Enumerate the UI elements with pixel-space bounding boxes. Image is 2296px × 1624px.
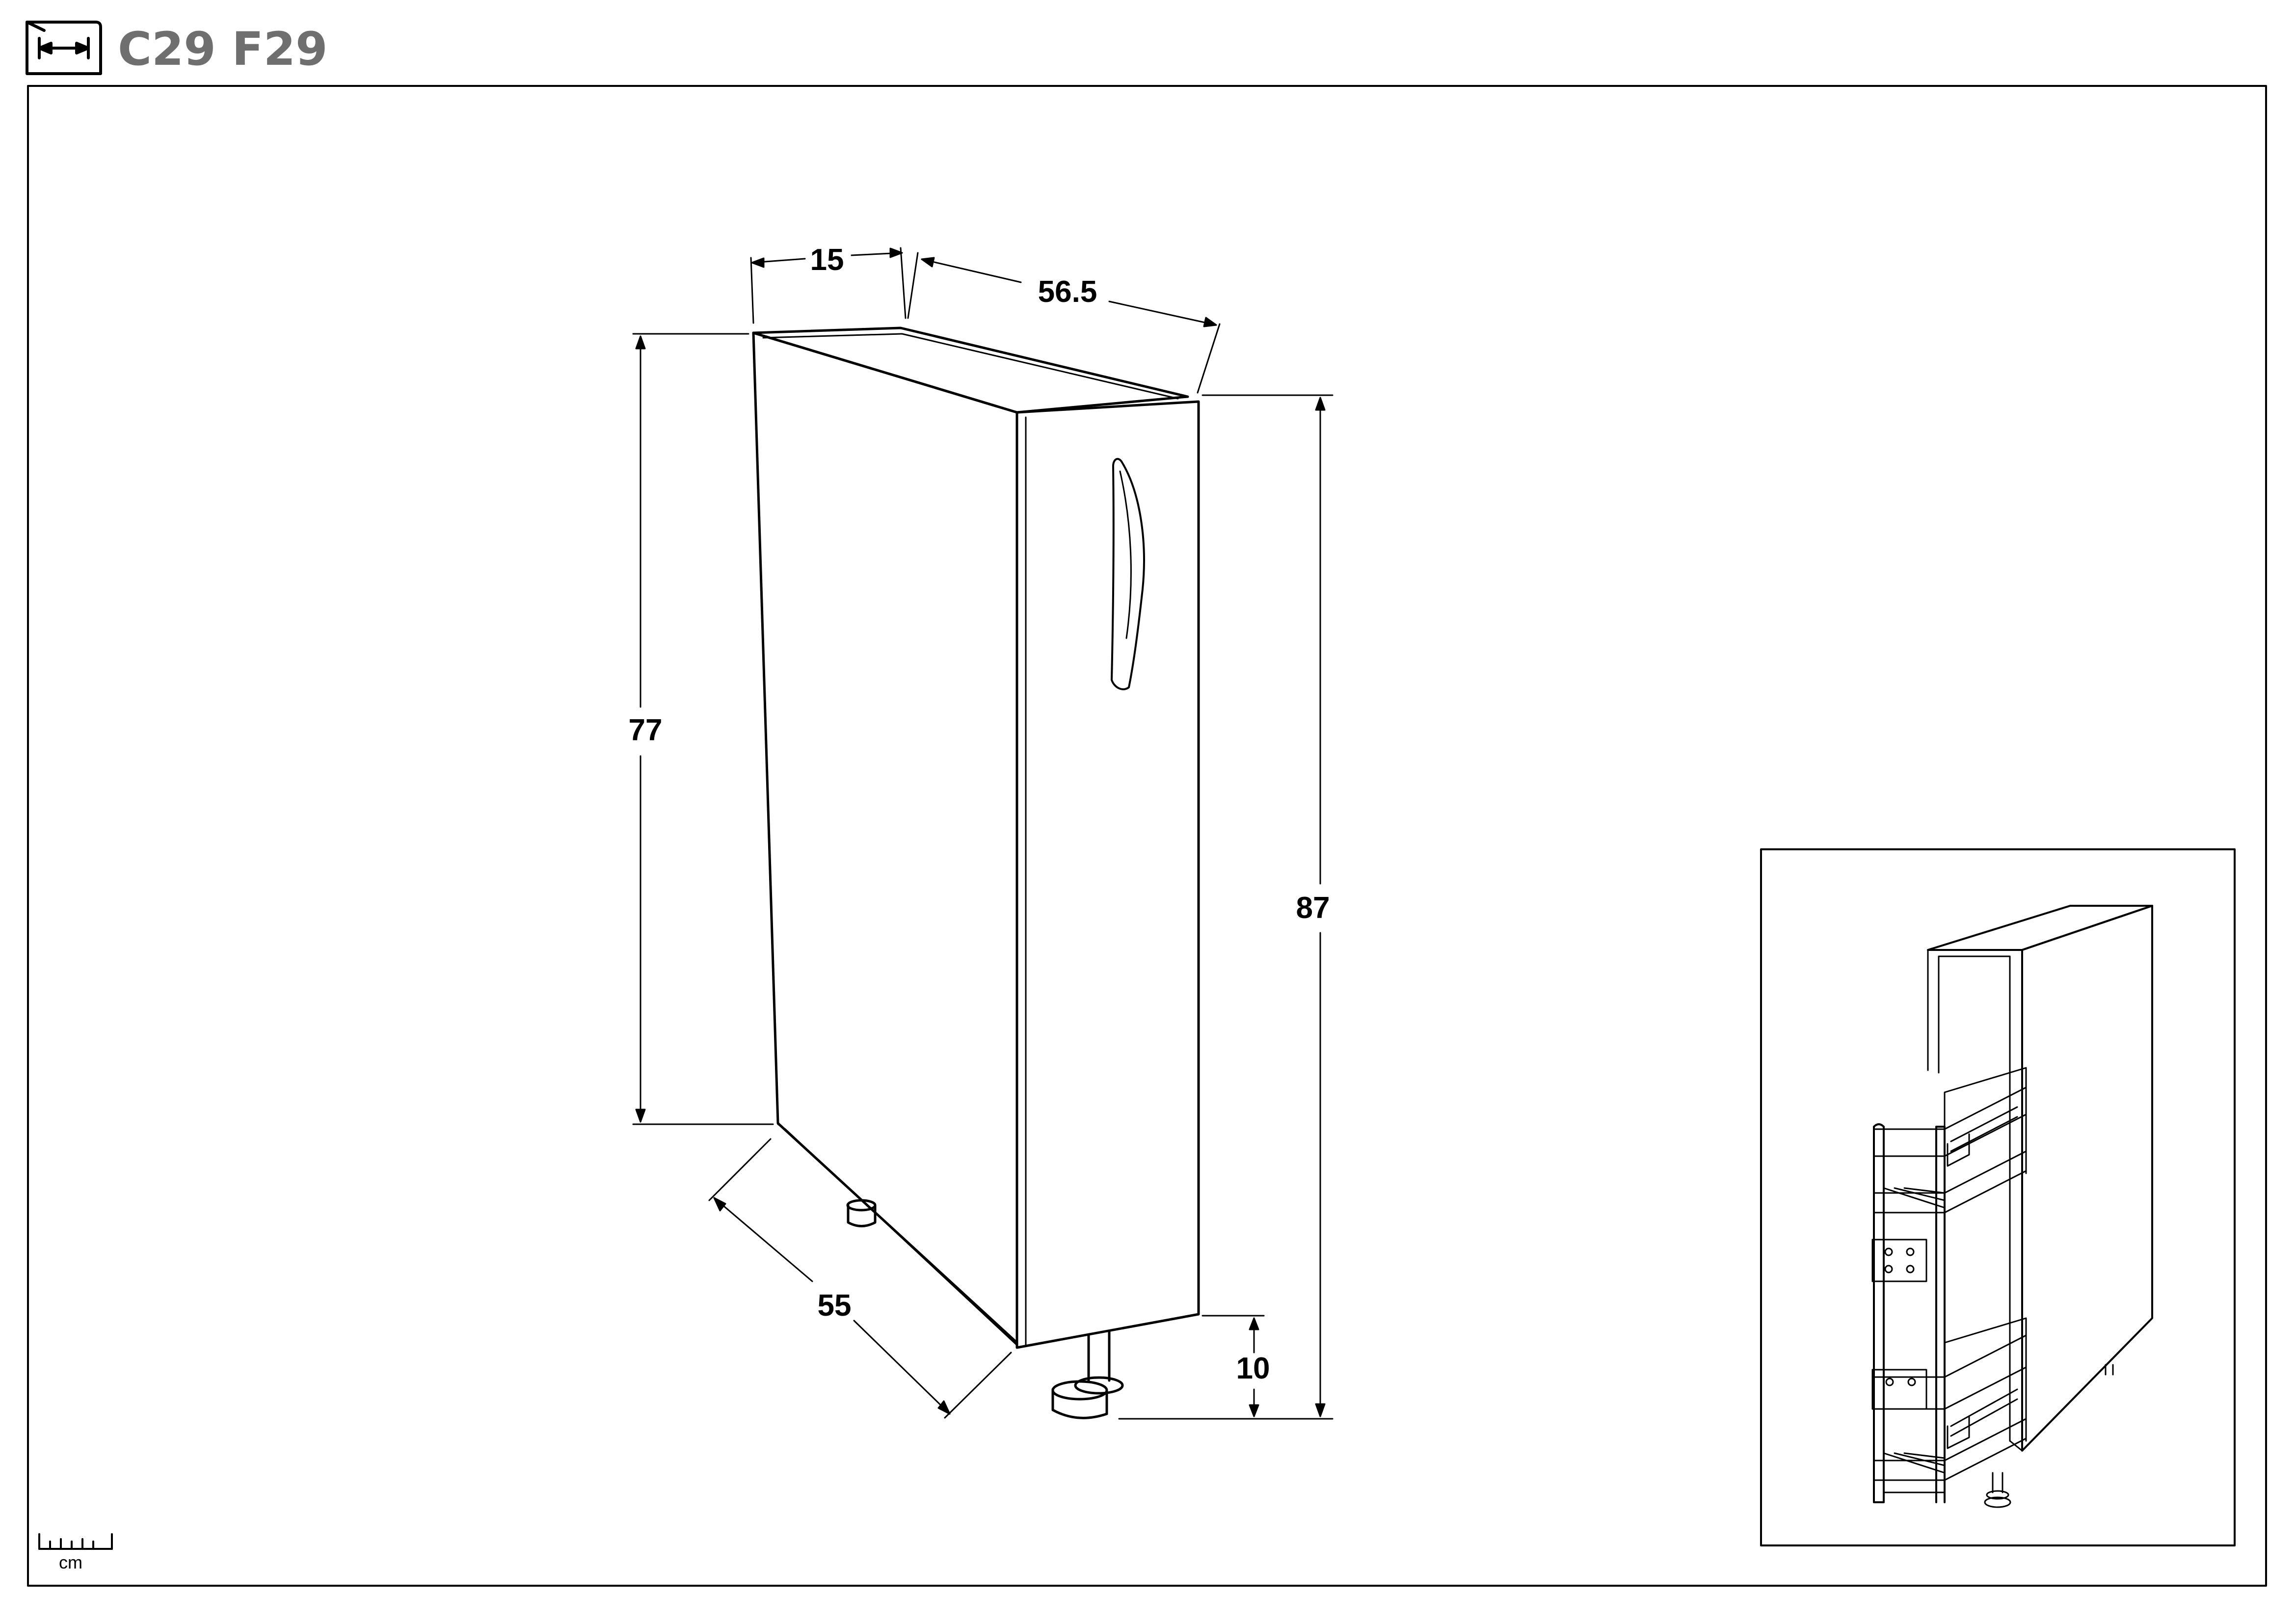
door-handle: [1111, 458, 1145, 690]
header: C29 F29: [26, 21, 328, 76]
width-arrow-icon: [26, 21, 102, 75]
front-leg: [1051, 1330, 1124, 1419]
dim-leg-height: 10: [1236, 1352, 1270, 1385]
cabinet-door: [1015, 400, 1200, 1349]
dim-total-height: 87: [1296, 891, 1330, 925]
model-title: C29 F29: [118, 23, 328, 76]
drawing-frame: [27, 85, 2267, 1587]
scale-marker: cm: [38, 1533, 113, 1572]
dim-top-depth: 56.5: [1038, 275, 1097, 309]
dim-bottom-depth: 55: [818, 1289, 852, 1323]
ruler-icon: [38, 1533, 113, 1550]
dimension-lines: [632, 247, 1334, 1420]
cabinet-top: [752, 326, 1189, 414]
scale-unit: cm: [59, 1552, 82, 1572]
cabinet-drawing: [752, 326, 1200, 1419]
dimension-labels: 15 56.5 77 87 55 10: [629, 243, 1330, 1385]
cabinet-side: [752, 331, 1018, 1344]
dim-cabinet-height: 77: [629, 713, 663, 747]
pullout-inset: [1760, 848, 2236, 1546]
dim-top-width: 15: [810, 243, 844, 277]
back-leg: [846, 1199, 877, 1227]
inset-frame: [1760, 848, 2236, 1546]
